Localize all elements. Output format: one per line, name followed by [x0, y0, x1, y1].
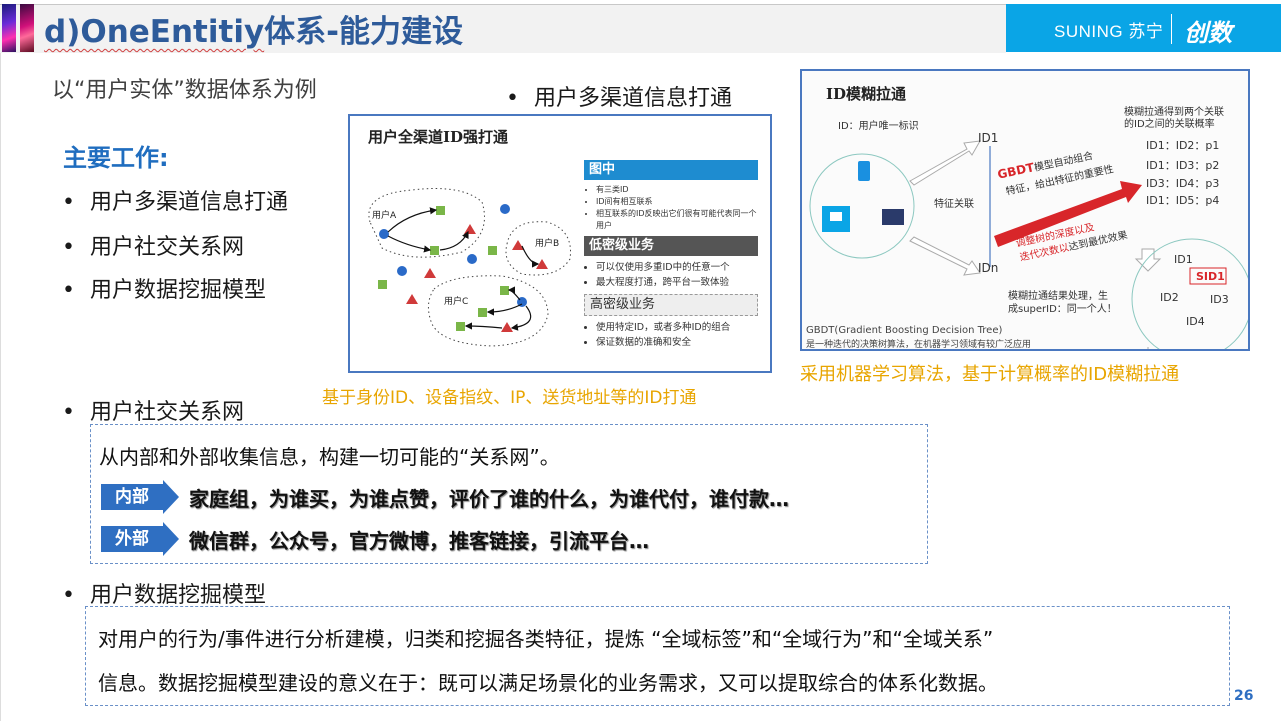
bullet-text: 用户多渠道信息打通	[534, 86, 733, 111]
panel-item: 相互联系的ID反映出它们很有可能代表同一个用户	[596, 208, 758, 232]
cluster-id: ID1	[1174, 253, 1193, 266]
title-english: d)OneEntitiy	[44, 14, 265, 50]
decorative-image-2	[20, 4, 34, 52]
panel-item: 最大程度打通，跨平台一致体验	[596, 275, 758, 290]
idn-label: IDn	[978, 261, 999, 275]
panel-item: 保证数据的准确和安全	[596, 335, 758, 350]
top-bullet: •用户多渠道信息打通	[506, 86, 733, 111]
feature-link-label: 特征关联	[934, 199, 974, 210]
panel-section-title: 高密级业务	[584, 294, 758, 316]
bullet-item: •用户社交关系网	[62, 235, 245, 260]
bullet-text: 用户社交关系网	[90, 400, 245, 425]
left-edge-line	[0, 52, 1, 721]
brand-logo: SUNING 苏宁 创数	[1006, 4, 1281, 52]
bullet-text: 用户社交关系网	[90, 235, 245, 260]
id-graph-diagram: 用户A 用户B 用户C	[368, 188, 572, 347]
bullet-item: •用户多渠道信息打通	[62, 190, 289, 215]
chuangshu-logo: 创数	[1184, 19, 1232, 47]
cluster-id: ID3	[1210, 293, 1229, 306]
phone-icon	[858, 161, 870, 181]
external-text: 微信群，公众号，官方微博，推客链接，引流平台…	[189, 528, 649, 553]
panel-item: 有三类ID	[596, 184, 758, 196]
mining-box: 对用户的行为/事件进行分析建模，归类和挖掘各类特征，提炼 “全域标签”和“全域行…	[85, 606, 1230, 706]
brand-separator	[1171, 14, 1172, 44]
internal-tag: 内部	[101, 480, 179, 514]
external-tag: 外部	[101, 522, 179, 556]
result-text: 模糊拉通结果处理，生	[1008, 291, 1108, 302]
gbdt-definition-2: 是一种迭代的决策树算法，在机器学习领域有较广泛应用	[806, 340, 1032, 350]
prob-pair: ID1：ID5：p4	[1146, 194, 1220, 207]
mining-line-1: 对用户的行为/事件进行分析建模，归类和挖掘各类特征，提炼 “全域标签”和“全域行…	[98, 627, 994, 651]
mining-line-2: 信息。数据挖掘模型建设的意义在于：既可以满足场景化的业务需求，又可以提取综合的体…	[98, 671, 998, 695]
legend-panel: 图中 有三类ID ID间有相互联系 相互联系的ID反映出它们很有可能代表同一个用…	[584, 160, 758, 354]
decorative-image-1	[2, 4, 16, 52]
figure1-caption: 基于身份ID、设备指纹、IP、送货地址等的ID打通	[322, 388, 697, 408]
bullet-social: •用户社交关系网	[62, 400, 245, 425]
figure2-caption: 采用机器学习算法，基于计算概率的ID模糊拉通	[800, 364, 1180, 385]
prob-title: 模糊拉通得到两个关联	[1124, 107, 1224, 118]
title-chinese: 体系-能力建设	[264, 14, 464, 50]
internal-text: 家庭组，为谁买，为谁点赞，评价了谁的什么，为谁代付，谁付款…	[189, 486, 789, 511]
user-c-label: 用户C	[444, 295, 468, 307]
gbdt-definition: GBDT(Gradient Boosting Decision Tree)	[806, 325, 1003, 336]
user-b-label: 用户B	[535, 237, 559, 249]
bullet-text: 用户数据挖掘模型	[90, 278, 267, 303]
figure-id-fuzzy-link: ID模糊拉通 ID：用户唯一标识 ID1 IDn 特征关联 GBDT模型自动组合…	[800, 69, 1250, 351]
social-intro: 从内部和外部收集信息，构建一切可能的“关系网”。	[99, 445, 560, 469]
prob-pair: ID3：ID4：p3	[1146, 177, 1220, 190]
panel-item: 使用特定ID，或者多种ID的组合	[596, 320, 758, 335]
external-row: 外部 微信群，公众号，官方微博，推客链接，引流平台…	[101, 522, 649, 556]
suning-logo-text: SUNING 苏宁	[1054, 22, 1164, 41]
panel-item: ID间有相互联系	[596, 196, 758, 208]
id1-label: ID1	[978, 131, 999, 145]
cluster-id: ID4	[1186, 315, 1205, 328]
panel-section-title: 低密级业务	[584, 236, 758, 256]
header-bar	[0, 4, 1006, 53]
prob-pair: ID1：ID3：p2	[1146, 159, 1220, 172]
panel-section-title: 图中	[584, 160, 758, 180]
result-text-2: 成superID：同一个人！	[1008, 304, 1117, 315]
figure-id-strong-link: 用户全渠道ID强打通 用户A 用户B 用户C 图中	[348, 114, 772, 373]
main-work-heading: 主要工作:	[63, 144, 169, 172]
page-number: 26	[1234, 688, 1254, 704]
page-title: d)OneEntitiy体系-能力建设	[44, 6, 463, 51]
id-definition: ID：用户唯一标识	[838, 121, 919, 132]
internal-row: 内部 家庭组，为谁买，为谁点赞，评价了谁的什么，为谁代付，谁付款…	[101, 480, 789, 514]
user-a-label: 用户A	[372, 209, 397, 221]
fuzzy-link-diagram	[809, 140, 1248, 349]
bullet-mining: •用户数据挖掘模型	[62, 583, 267, 608]
social-network-box: 从内部和外部收集信息，构建一切可能的“关系网”。 内部 家庭组，为谁买，为谁点赞…	[90, 424, 928, 564]
super-id: SID1	[1196, 270, 1225, 283]
prob-title-2: 的ID之间的关联概率	[1124, 119, 1215, 130]
bullet-text: 用户数据挖掘模型	[90, 583, 267, 608]
prob-pair: ID1：ID2：p1	[1146, 139, 1220, 152]
cluster-id: ID2	[1160, 291, 1179, 304]
subtitle: 以“用户实体”数据体系为例	[52, 78, 317, 103]
bullet-item: •用户数据挖掘模型	[62, 278, 267, 303]
figure2-title: ID模糊拉通	[826, 85, 907, 103]
figure1-title: 用户全渠道ID强打通	[368, 128, 509, 146]
panel-item: 可以仅使用多重ID中的任意一个	[596, 260, 758, 275]
tablet-icon	[882, 209, 904, 225]
bullet-text: 用户多渠道信息打通	[90, 190, 289, 215]
